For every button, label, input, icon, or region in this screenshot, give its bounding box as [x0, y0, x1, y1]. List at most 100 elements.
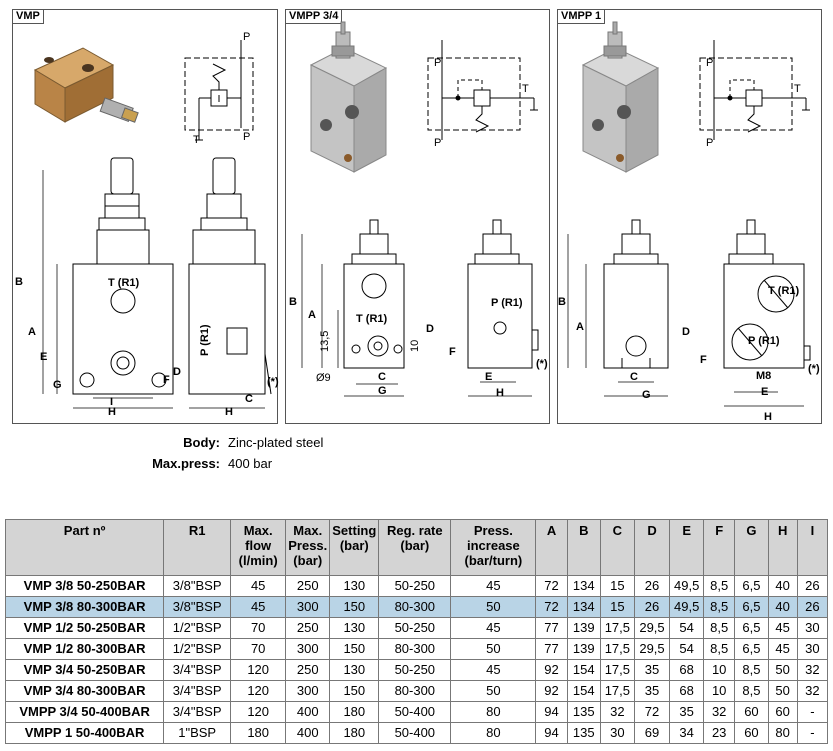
vmpp34-front-view	[301, 219, 405, 397]
table-cell: 300	[285, 680, 331, 702]
part-number-cell: VMPP 1 50-400BAR	[4, 722, 165, 744]
vmp-drawing-panel: VMP P P T	[12, 9, 279, 424]
table-cell: 6,5	[734, 638, 769, 660]
dim-b: B	[558, 296, 566, 308]
table-cell: 60	[767, 701, 798, 723]
table-cell: 32	[796, 659, 829, 681]
table-cell: 40	[767, 575, 798, 597]
table-cell: 34	[669, 722, 705, 744]
table-cell: 130	[329, 575, 380, 597]
dim-d: D	[682, 326, 690, 338]
table-cell: 6,5	[734, 575, 769, 597]
column-header: Max. flow (l/min)	[230, 519, 287, 576]
dim-h: H	[496, 387, 504, 399]
table-cell: 50	[767, 680, 798, 702]
table-cell: 26	[633, 575, 671, 597]
table-cell: 40	[767, 596, 798, 618]
table-cell: 120	[230, 659, 287, 681]
vmp-product-photo	[33, 47, 139, 123]
panel-tag: VMP	[12, 9, 44, 24]
table-cell: 3/8"BSP	[163, 596, 232, 618]
table-cell: -	[796, 722, 829, 744]
table-cell: 6,5	[734, 596, 769, 618]
dim-dia9: Ø9	[316, 372, 331, 384]
table-cell: 50-250	[378, 617, 452, 639]
table-cell: 50-400	[378, 701, 452, 723]
vmpp34-product-photo	[309, 21, 388, 173]
table-cell: 94	[535, 701, 568, 723]
vmp-technical-drawing: P P T B A E G F T (R1) I H	[15, 31, 279, 418]
dim-g: G	[378, 385, 387, 397]
table-cell: 50-250	[378, 659, 452, 681]
table-cell: 45	[230, 575, 287, 597]
table-cell: 45	[450, 659, 537, 681]
table-cell: 134	[566, 596, 602, 618]
label-t-r1: T (R1)	[768, 285, 800, 297]
table-cell: 134	[566, 575, 602, 597]
dim-f: F	[700, 354, 707, 366]
table-cell: 8,5	[703, 617, 736, 639]
label-t-r1: T (R1)	[108, 277, 140, 289]
table-cell: 72	[535, 596, 568, 618]
table-cell: 35	[669, 701, 705, 723]
dim-13-5: 13,5	[319, 331, 331, 352]
dim-b: B	[15, 276, 23, 288]
table-cell: 50-400	[378, 722, 452, 744]
label-star: (*)	[808, 363, 820, 375]
vmpp1-front-view	[567, 219, 669, 397]
dim-d: D	[426, 323, 434, 335]
column-header: C	[600, 519, 635, 576]
column-header: Reg. rate (bar)	[378, 519, 452, 576]
table-cell: 32	[796, 680, 829, 702]
table-cell: 250	[285, 617, 331, 639]
dim-h: H	[764, 411, 772, 423]
vmpp1-technical-drawing: P P T B A C G	[558, 21, 820, 423]
table-cell: 17,5	[600, 638, 635, 660]
table-cell: 26	[796, 575, 829, 597]
table-cell: 72	[633, 701, 671, 723]
table-cell: 1/2"BSP	[163, 617, 232, 639]
table-cell: 10	[703, 659, 736, 681]
table-cell: 250	[285, 575, 331, 597]
dim-c: C	[245, 393, 253, 405]
table-cell: 139	[566, 638, 602, 660]
table-cell: 180	[329, 722, 380, 744]
table-cell: 80-300	[378, 596, 452, 618]
table-cell: 400	[285, 722, 331, 744]
table-cell: 15	[600, 596, 635, 618]
dim-10: 10	[409, 340, 421, 352]
table-cell: 50	[767, 659, 798, 681]
dim-f: F	[163, 374, 170, 386]
table-cell: 17,5	[600, 659, 635, 681]
table-cell: 17,5	[600, 617, 635, 639]
vmpp1-drawing-panel: VMPP 1 P P T	[557, 9, 822, 424]
table-cell: 8,5	[703, 638, 736, 660]
table-cell: 50	[450, 638, 537, 660]
table-cell: 17,5	[600, 680, 635, 702]
port-p-top: P	[434, 57, 441, 69]
column-header: Part nº	[4, 519, 165, 576]
dim-g: G	[642, 389, 651, 401]
column-header: Setting (bar)	[329, 519, 380, 576]
label-p-r1: P (R1)	[199, 324, 211, 356]
dim-i: I	[110, 396, 113, 408]
label-star: (*)	[267, 376, 279, 388]
dim-a: A	[308, 309, 316, 321]
table-cell: 50-250	[378, 575, 452, 597]
table-cell: 94	[535, 722, 568, 744]
table-cell: 8,5	[703, 575, 736, 597]
column-header: E	[669, 519, 705, 576]
port-p-top: P	[243, 31, 250, 43]
table-cell: 35	[633, 659, 671, 681]
table-cell: 50	[450, 680, 537, 702]
dim-h-side: H	[225, 406, 233, 418]
table-cell: 45	[450, 575, 537, 597]
